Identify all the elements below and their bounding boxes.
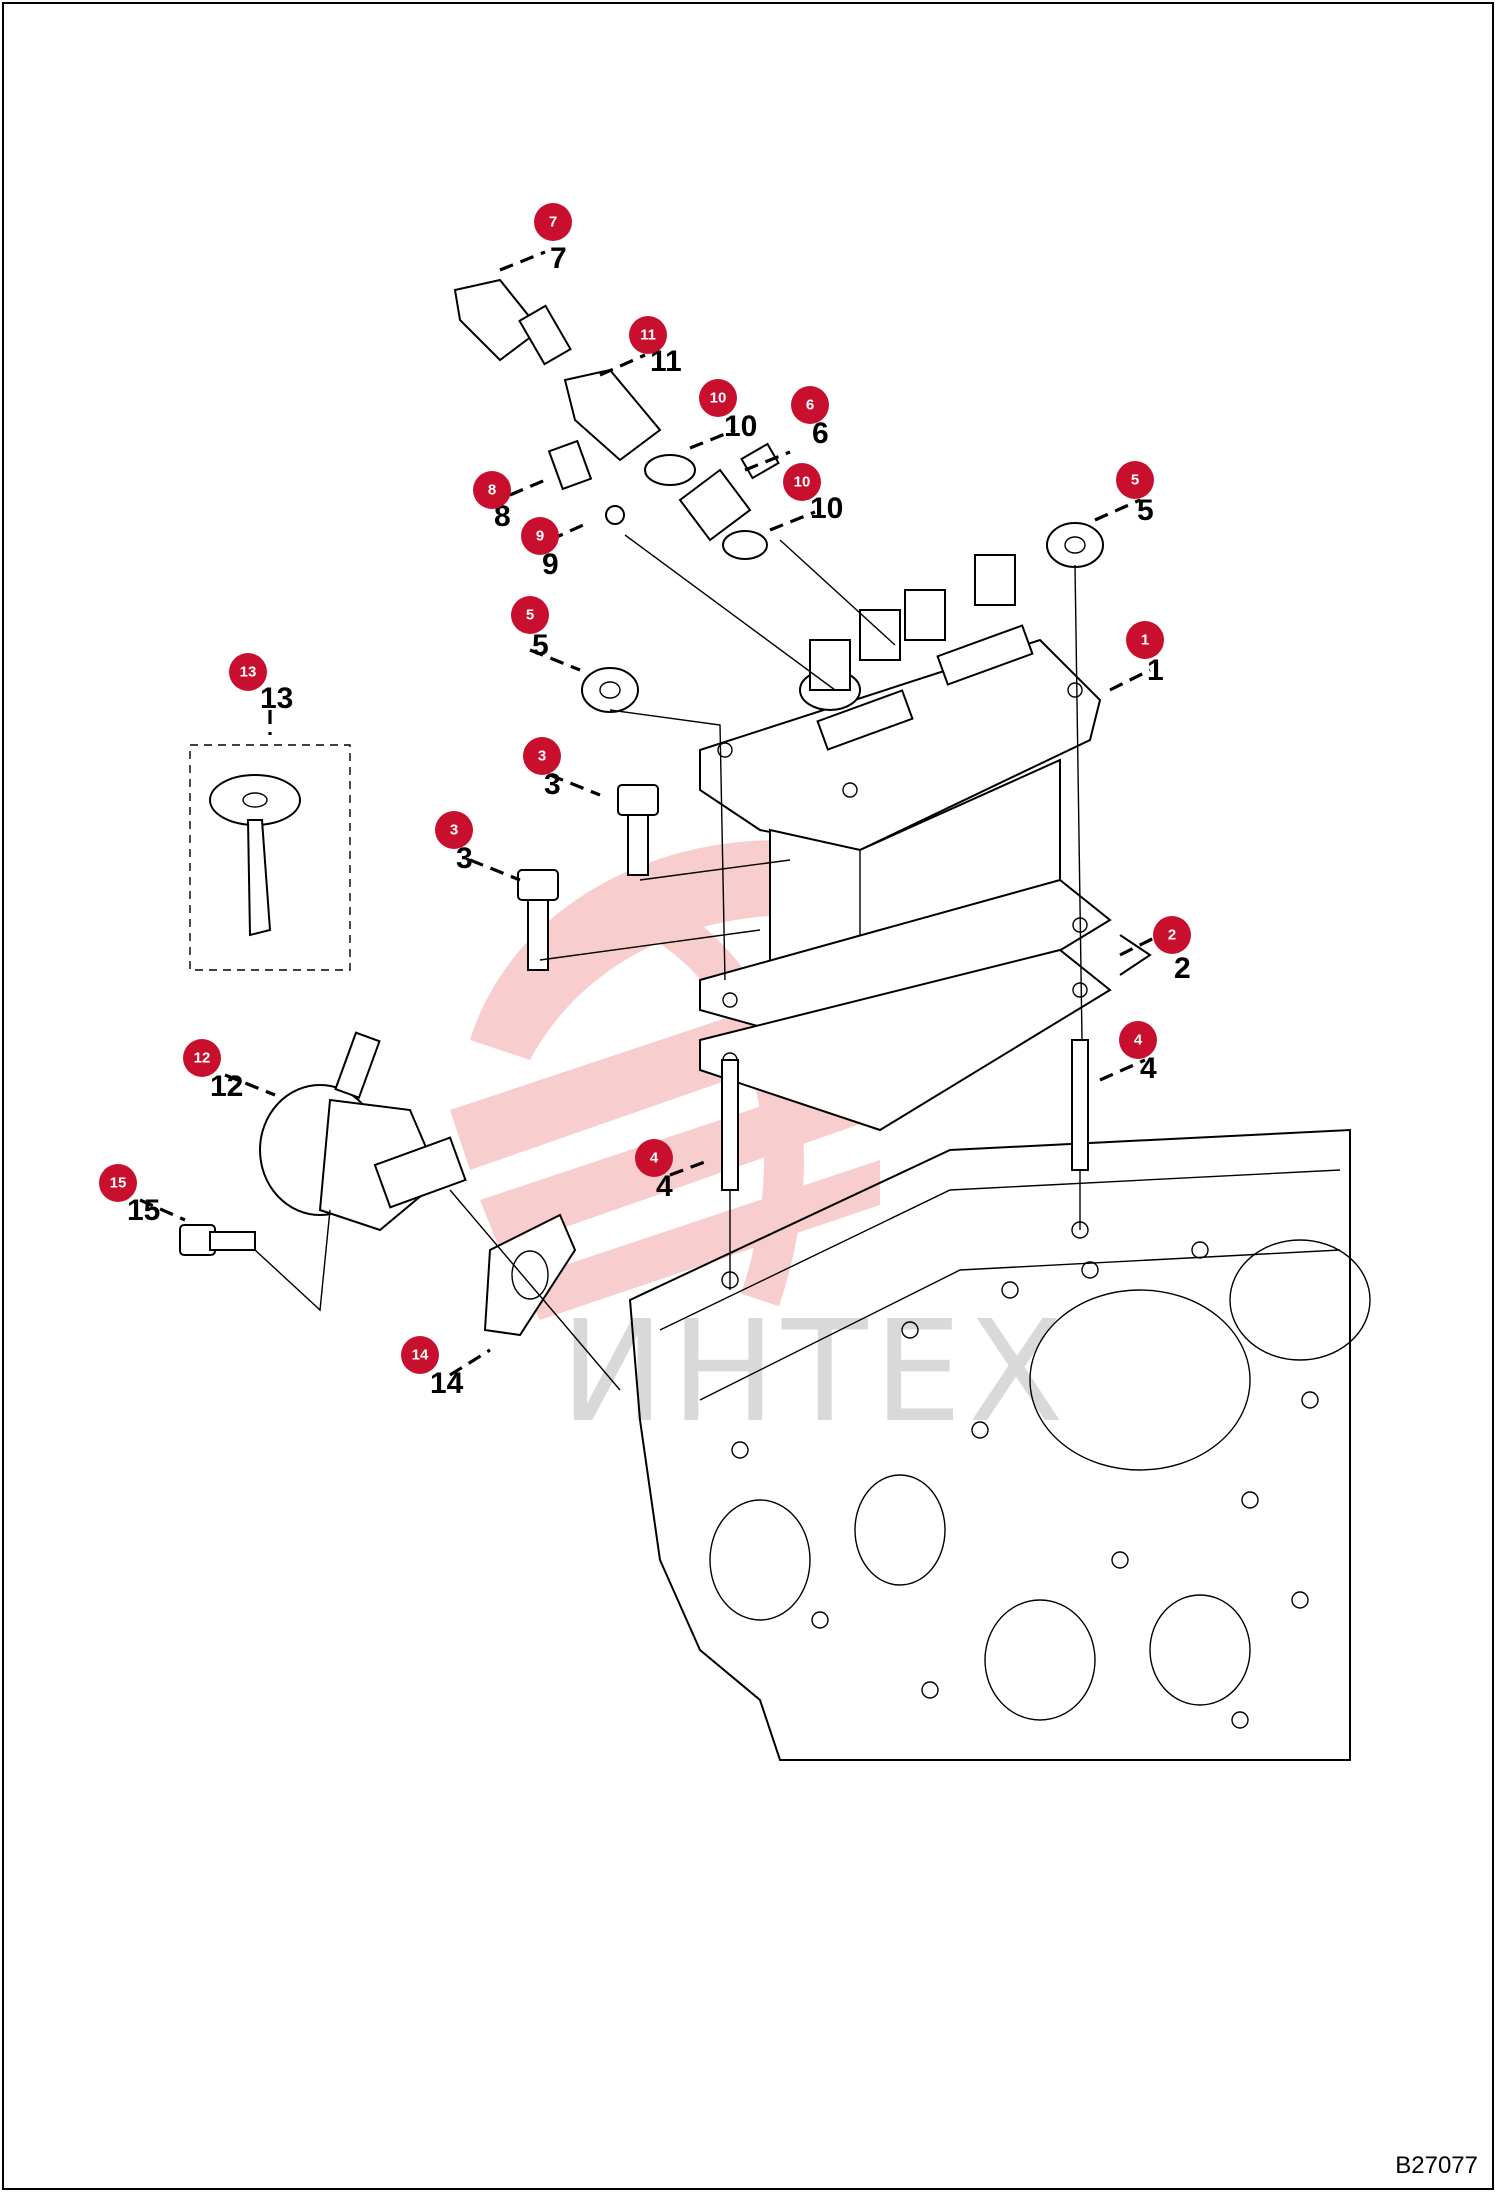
callout-circle-c6[interactable] xyxy=(791,386,829,424)
watermark-text: ИНТЕХ xyxy=(560,1291,1070,1454)
label-c3b: 3 xyxy=(456,842,473,875)
label-c12: 12 xyxy=(210,1070,243,1103)
label-c15: 15 xyxy=(127,1194,160,1227)
callout-circle-c7[interactable] xyxy=(534,203,572,241)
label-c14: 14 xyxy=(430,1367,464,1400)
callout-circle-c8[interactable] xyxy=(473,471,511,509)
screw-15 xyxy=(179,1224,256,1256)
item2-bracket xyxy=(1119,934,1152,976)
callout-number-c5b: 5 xyxy=(526,607,534,624)
guide-lines xyxy=(254,534,1083,1391)
label-c10a: 10 xyxy=(724,410,757,443)
callout-circle-c3a[interactable] xyxy=(523,737,561,775)
callout-circle-c11[interactable] xyxy=(629,316,667,354)
callouts: 7711111010668810109955551113133333224412… xyxy=(99,203,1191,1400)
callout-number-c15: 15 xyxy=(110,1175,127,1192)
feed-pump xyxy=(259,1031,467,1232)
engine-block xyxy=(628,1128,1371,1761)
callout-circle-c14[interactable] xyxy=(401,1336,439,1374)
label-c5b: 5 xyxy=(532,629,549,662)
callout-circle-c5a[interactable] xyxy=(1116,461,1154,499)
label-c2: 2 xyxy=(1174,952,1191,985)
callout-number-c6: 6 xyxy=(806,397,814,414)
stud-left xyxy=(721,1059,739,1191)
label-c8: 8 xyxy=(494,500,511,533)
callout-number-c4b: 4 xyxy=(650,1150,659,1167)
callout-circle-c10b[interactable] xyxy=(783,463,821,501)
callout-number-c5a: 5 xyxy=(1131,472,1139,489)
label-c9: 9 xyxy=(542,548,559,581)
callout-number-c2: 2 xyxy=(1168,927,1176,944)
feed-pump-gasket xyxy=(483,1213,577,1337)
stud-right xyxy=(1071,1039,1089,1171)
callout-number-c7: 7 xyxy=(549,214,557,231)
callout-number-c3b: 3 xyxy=(450,822,458,839)
callout-circle-c3b[interactable] xyxy=(435,811,473,849)
gaskets xyxy=(699,878,1112,1132)
callout-number-c12: 12 xyxy=(194,1050,211,1067)
diagram-code: B27077 xyxy=(1395,2152,1478,2179)
callout-circle-c15[interactable] xyxy=(99,1164,137,1202)
callout-number-c10a: 10 xyxy=(710,390,727,407)
bleeder-fittings xyxy=(453,278,780,560)
callout-circle-c4b[interactable] xyxy=(635,1139,673,1177)
callout-number-c3a: 3 xyxy=(538,748,546,765)
callout-circle-c13[interactable] xyxy=(229,653,267,691)
label-c13: 13 xyxy=(260,682,293,715)
item13-box xyxy=(189,744,351,971)
label-c4b: 4 xyxy=(656,1170,673,1203)
callout-circle-c5b[interactable] xyxy=(511,596,549,634)
nuts xyxy=(581,522,1104,713)
bolts xyxy=(517,784,659,971)
callout-number-c14: 14 xyxy=(412,1347,429,1364)
label-c4a: 4 xyxy=(1140,1052,1157,1085)
label-c5a: 5 xyxy=(1137,494,1154,527)
leader-dashes xyxy=(139,250,1161,1377)
label-c6: 6 xyxy=(812,417,829,450)
callout-number-c1: 1 xyxy=(1141,632,1149,649)
callout-number-c10b: 10 xyxy=(794,474,811,491)
callout-circle-c10a[interactable] xyxy=(699,379,737,417)
label-c1: 1 xyxy=(1147,654,1164,687)
callout-circle-c12[interactable] xyxy=(183,1039,221,1077)
callout-circle-c9[interactable] xyxy=(521,517,559,555)
callout-circle-c4a[interactable] xyxy=(1119,1021,1157,1059)
label-c7: 7 xyxy=(550,242,567,275)
label-c10b: 10 xyxy=(810,492,843,525)
callout-number-c8: 8 xyxy=(488,482,496,499)
callout-number-c4a: 4 xyxy=(1134,1032,1143,1049)
injection-pump xyxy=(699,554,1102,1002)
callout-number-c9: 9 xyxy=(536,528,544,545)
callout-number-c13: 13 xyxy=(240,664,257,681)
callout-number-c11: 11 xyxy=(640,327,656,344)
label-c3a: 3 xyxy=(544,768,561,801)
callout-circle-c1[interactable] xyxy=(1126,621,1164,659)
callout-circle-c2[interactable] xyxy=(1153,916,1191,954)
